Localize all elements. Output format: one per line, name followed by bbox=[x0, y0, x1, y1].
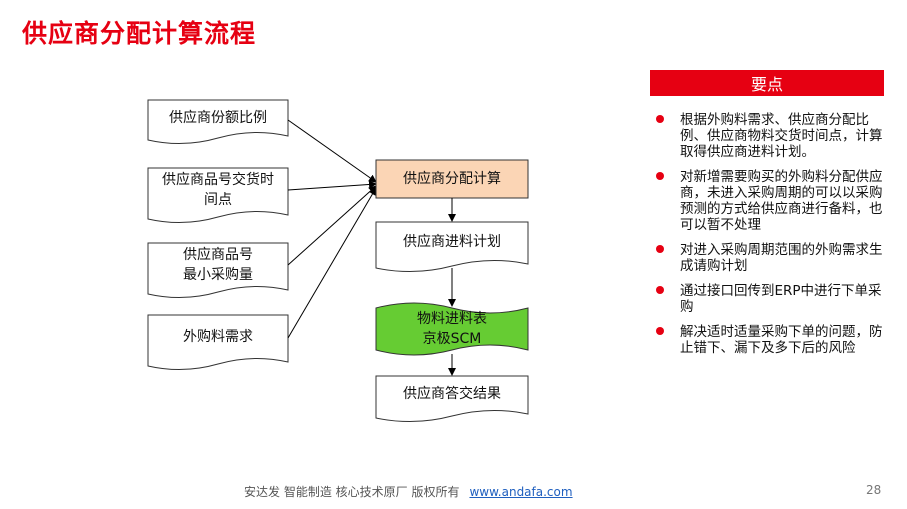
keypoint-text: 解决适时适量采购下单的问题，防止错下、漏下及多下后的风险 bbox=[680, 324, 883, 356]
input-doc-shape-2 bbox=[147, 167, 289, 224]
bullet-icon bbox=[656, 172, 664, 180]
arrow-input-1 bbox=[287, 119, 377, 183]
input-label-outsourced-demand: 外购料需求 bbox=[183, 329, 253, 345]
scm-shape bbox=[375, 302, 529, 356]
footer-text: 安达发 智能制造 核心技术原厂 版权所有 bbox=[244, 485, 460, 499]
footer-link[interactable]: www.andafa.com bbox=[469, 485, 573, 499]
arrow-input-4 bbox=[287, 187, 377, 339]
arrow-input-3 bbox=[287, 185, 377, 266]
result-label: 供应商答交结果 bbox=[403, 386, 501, 402]
keypoint-item: 根据外购料需求、供应商分配比例、供应商物料交货时间点，计算取得供应商进料计划。 bbox=[654, 112, 884, 160]
input-label-min-purchase: 供应商品号 最小采购量 bbox=[183, 247, 253, 283]
footer: 安达发 智能制造 核心技术原厂 版权所有 www.andafa.com bbox=[244, 483, 573, 500]
plan-doc-shape bbox=[375, 221, 529, 273]
keypoints-list: 根据外购料需求、供应商分配比例、供应商物料交货时间点，计算取得供应商进料计划。 … bbox=[654, 112, 884, 365]
keypoint-item: 对新增需要购买的外购料分配供应商，未进入采购周期的可以以采购预测的方式给供应商进… bbox=[654, 169, 884, 233]
result-doc-shape bbox=[375, 375, 529, 423]
plan-label: 供应商进料计划 bbox=[403, 234, 501, 250]
keypoint-text: 对进入采购周期范围的外购需求生成请购计划 bbox=[680, 242, 883, 274]
keypoint-text: 对新增需要购买的外购料分配供应商，未进入采购周期的可以以采购预测的方式给供应商进… bbox=[680, 169, 883, 233]
page-title: 供应商分配计算流程 bbox=[22, 19, 257, 48]
bullet-icon bbox=[656, 286, 664, 294]
process-label: 供应商分配计算 bbox=[403, 171, 501, 187]
input-label-delivery-time: 供应商品号交货时 间点 bbox=[162, 172, 274, 208]
keypoint-item: 通过接口回传到ERP中进行下单采购 bbox=[654, 283, 884, 315]
keypoint-text: 根据外购料需求、供应商分配比例、供应商物料交货时间点，计算取得供应商进料计划。 bbox=[680, 112, 883, 160]
bullet-icon bbox=[656, 327, 664, 335]
keypoint-item: 对进入采购周期范围的外购需求生成请购计划 bbox=[654, 242, 884, 274]
bullet-icon bbox=[656, 115, 664, 123]
input-doc-shape-4 bbox=[147, 314, 289, 371]
keypoints-header: 要点 bbox=[650, 70, 884, 96]
arrow-input-2 bbox=[287, 180, 377, 191]
input-doc-shape-1 bbox=[147, 99, 289, 145]
bullet-icon bbox=[656, 245, 664, 253]
page-number: 28 bbox=[866, 483, 882, 497]
keypoint-item: 解决适时适量采购下单的问题，防止错下、漏下及多下后的风险 bbox=[654, 324, 884, 356]
keypoint-text: 通过接口回传到ERP中进行下单采购 bbox=[680, 283, 882, 315]
scm-label: 物料进料表 京极SCM bbox=[417, 311, 487, 347]
input-doc-shape-3 bbox=[147, 242, 289, 299]
input-label-share-ratio: 供应商份额比例 bbox=[169, 110, 267, 126]
